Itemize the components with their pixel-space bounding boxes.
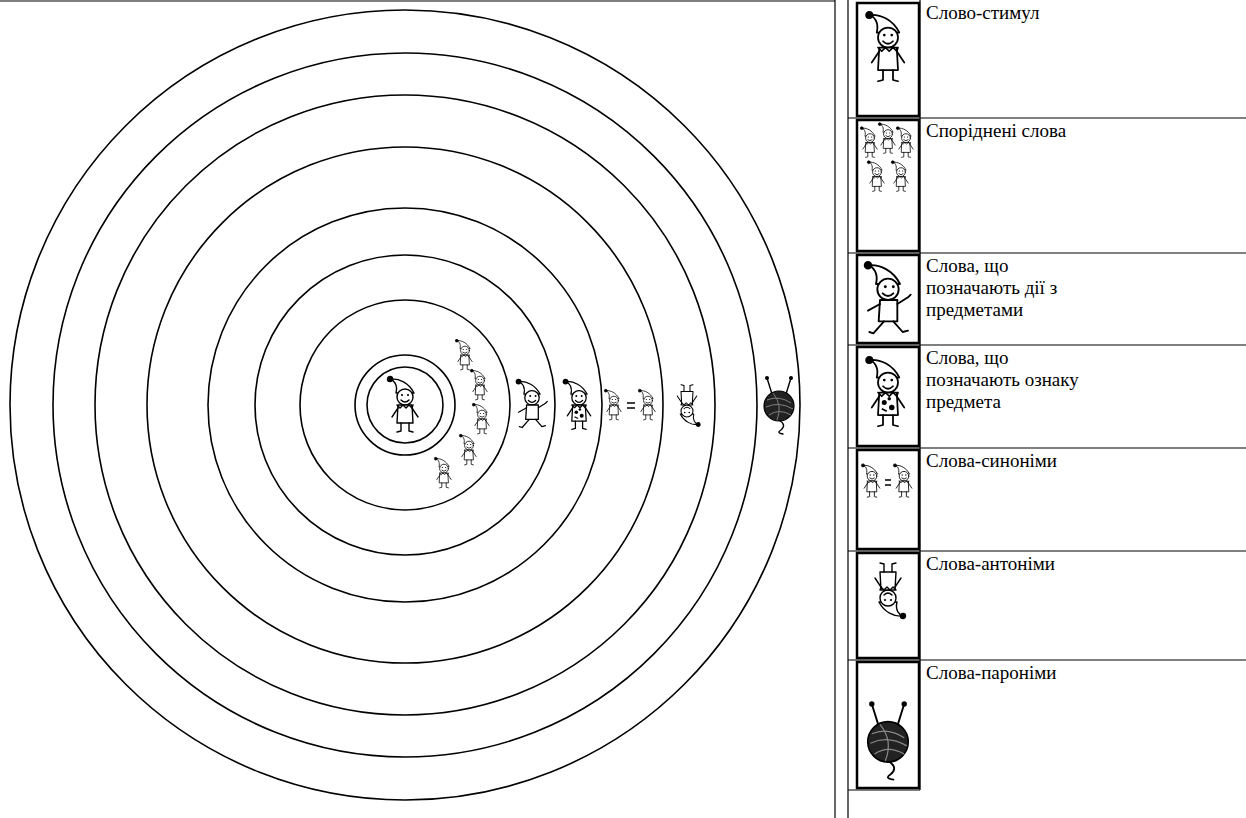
- stimulus-figure: [388, 377, 419, 433]
- legend-entry: Слово-стимул: [926, 2, 1086, 24]
- legend-entry: Слова-антоніми: [926, 553, 1086, 575]
- legend-label: Слова-пароніми: [926, 662, 1086, 684]
- legend-entry: Слова-пароніми: [926, 662, 1086, 684]
- legend-label: Слова-синоніми: [926, 450, 1086, 472]
- legend-label: Слова, що позначають ознаку предмета: [926, 347, 1086, 413]
- legend-icons: [857, 3, 919, 788]
- legend-entry: Слова, що позначають ознаку предмета: [926, 347, 1086, 413]
- target-circles: [10, 10, 800, 800]
- legend-entry: Слова-синоніми: [926, 450, 1086, 472]
- legend-label: Слово-стимул: [926, 2, 1086, 24]
- legend-entry: Слова, що позначають дії з предметами: [926, 255, 1086, 321]
- paronym-figure: [764, 376, 794, 434]
- antonym-figure: [677, 385, 700, 427]
- legend-entry: Споріднені слова: [926, 120, 1086, 142]
- legend-label: Слова-антоніми: [926, 553, 1086, 575]
- action-figure: [516, 379, 547, 427]
- legend-label: Споріднені слова: [926, 120, 1086, 142]
- legend-label: Слова, що позначають дії з предметами: [926, 255, 1086, 321]
- synonym-figures: [604, 389, 655, 420]
- attribute-figure: [563, 379, 590, 429]
- related-figures: [434, 339, 489, 488]
